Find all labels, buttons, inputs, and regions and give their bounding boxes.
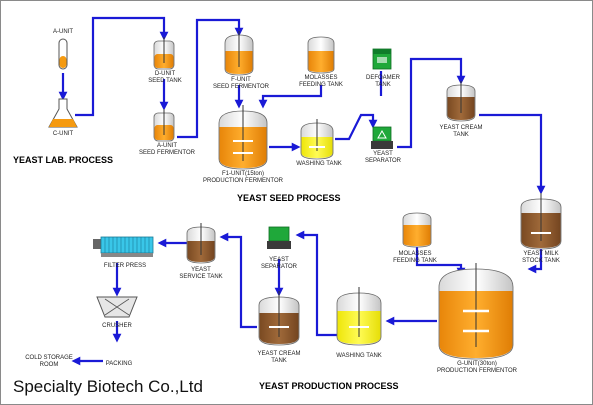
flow-a-seed-to-f-unit — [177, 18, 244, 139]
f1-production-fermentor-icon — [218, 105, 268, 170]
flow-milk-to-g-unit — [527, 249, 543, 274]
label-f1-unit: F1-UNIT(15ton)PRODUCTION FERMENTOR — [203, 171, 283, 184]
filter-press-icon — [93, 236, 154, 257]
yeast-service-tank-icon — [186, 223, 216, 264]
yeast-cream-tank-top-icon — [446, 81, 476, 122]
washing-tank-top-icon — [300, 119, 334, 160]
label-packing: PACKING — [105, 361, 133, 367]
flow-cream-to-milk — [479, 113, 546, 195]
label-c-unit: C-UNIT — [52, 131, 74, 137]
flow-cream-to-service — [219, 232, 257, 329]
flow-separator-to-cream — [397, 57, 466, 149]
section-title-lab: YEAST LAB. PROCESS — [13, 155, 114, 165]
label-a-unit: A-UNIT — [53, 29, 73, 35]
company-name: Specialty Biotech Co.,Ltd — [13, 377, 203, 396]
defoamer-tank-icon — [372, 48, 392, 70]
molasses-feeding-tank-bottom-icon — [402, 212, 432, 248]
a-unit-test-tube-icon — [58, 38, 68, 70]
label-washing-bottom: WASHING TANK — [336, 353, 382, 359]
yeast-milk-stock-tank-icon — [520, 193, 562, 250]
flow-c-unit-to-d-unit — [75, 16, 169, 117]
label-crusher: CRUSHER — [102, 323, 132, 329]
washing-tank-bottom-icon — [336, 287, 382, 346]
yeast-cream-tank-bottom-icon — [258, 291, 300, 346]
molasses-feeding-tank-top-icon — [307, 36, 335, 74]
a-unit-seed-fermentor-icon — [153, 109, 175, 142]
flow-molasses-to-f1 — [258, 85, 323, 109]
label-washing-top: WASHING TANK — [296, 161, 342, 167]
crusher-icon — [96, 296, 138, 318]
label-filter-press: FILTER PRESS — [103, 263, 147, 269]
section-title-seed: YEAST SEED PROCESS — [237, 193, 341, 203]
c-unit-flask-icon — [48, 98, 78, 128]
section-title-production: YEAST PRODUCTION PROCESS — [259, 381, 399, 391]
flow-washing-to-separator-bot — [295, 230, 341, 337]
flow-washing-to-separator — [335, 113, 378, 141]
f-unit-seed-fermentor-icon — [224, 31, 254, 76]
yeast-separator-bottom-icon — [267, 226, 291, 249]
flow-lines — [58, 16, 546, 366]
label-g-unit: G-UNIT(30ton)PRODUCTION FERMENTOR — [437, 361, 517, 374]
d-unit-seed-tank-icon — [153, 37, 175, 70]
yeast-separator-top-icon — [371, 126, 393, 149]
g-unit-production-fermentor-icon — [438, 263, 514, 360]
flow-molasses-to-g-unit — [415, 247, 466, 277]
